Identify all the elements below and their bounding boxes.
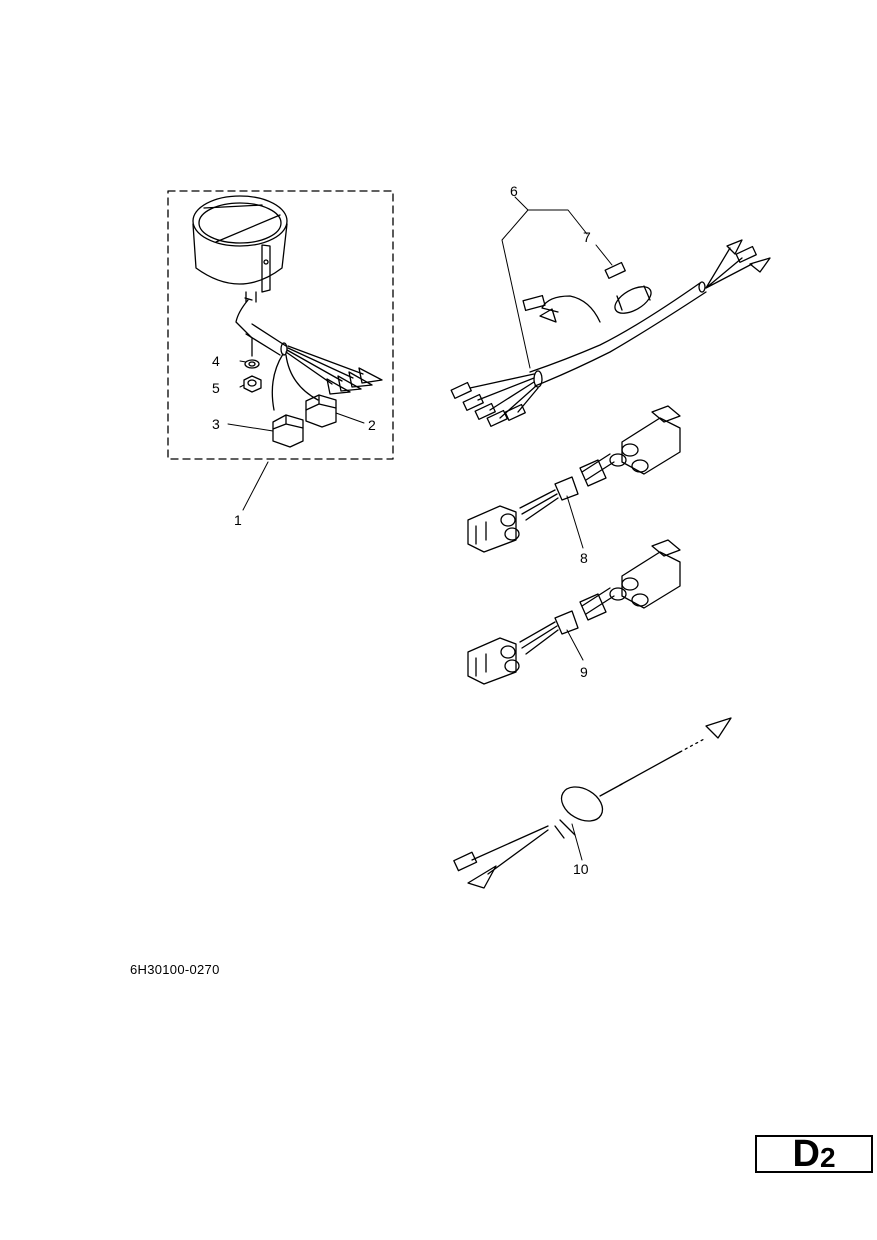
callout-8: 8 [580, 550, 588, 566]
connector-2 [305, 394, 337, 428]
callout-10: 10 [573, 861, 589, 877]
page-badge-letter: D [792, 1133, 820, 1175]
callout-9: 9 [580, 664, 588, 680]
page-badge: D 2 [755, 1135, 873, 1173]
callout-3: 3 [212, 416, 220, 432]
callout-5: 5 [212, 380, 220, 396]
callout-6: 6 [510, 183, 518, 199]
connector-lead-8 [467, 405, 681, 553]
callout-4: 4 [212, 353, 220, 369]
connector-lead-9 [467, 539, 681, 685]
gauge-meter [192, 195, 288, 303]
assembly-1-dashed-box [167, 190, 394, 460]
callout-2: 2 [368, 417, 376, 433]
callout-1: 1 [234, 512, 242, 528]
diagram-part-code: 6H30100-0270 [130, 962, 220, 977]
nut-5 [243, 375, 262, 393]
leader-line-9 [566, 629, 584, 661]
leader-line-8 [566, 495, 584, 549]
washer-4 [244, 359, 260, 369]
leader-lines-1-5 [227, 360, 365, 511]
leader-lines-6-7 [501, 196, 613, 369]
page-badge-number: 2 [819, 1142, 836, 1173]
leader-line-10 [571, 823, 583, 861]
gauge-wiring [235, 299, 383, 411]
connector-3 [272, 414, 304, 448]
wire-harness-6 [450, 239, 771, 427]
sensor-lead-10 [453, 717, 732, 889]
callout-7: 7 [583, 229, 591, 245]
